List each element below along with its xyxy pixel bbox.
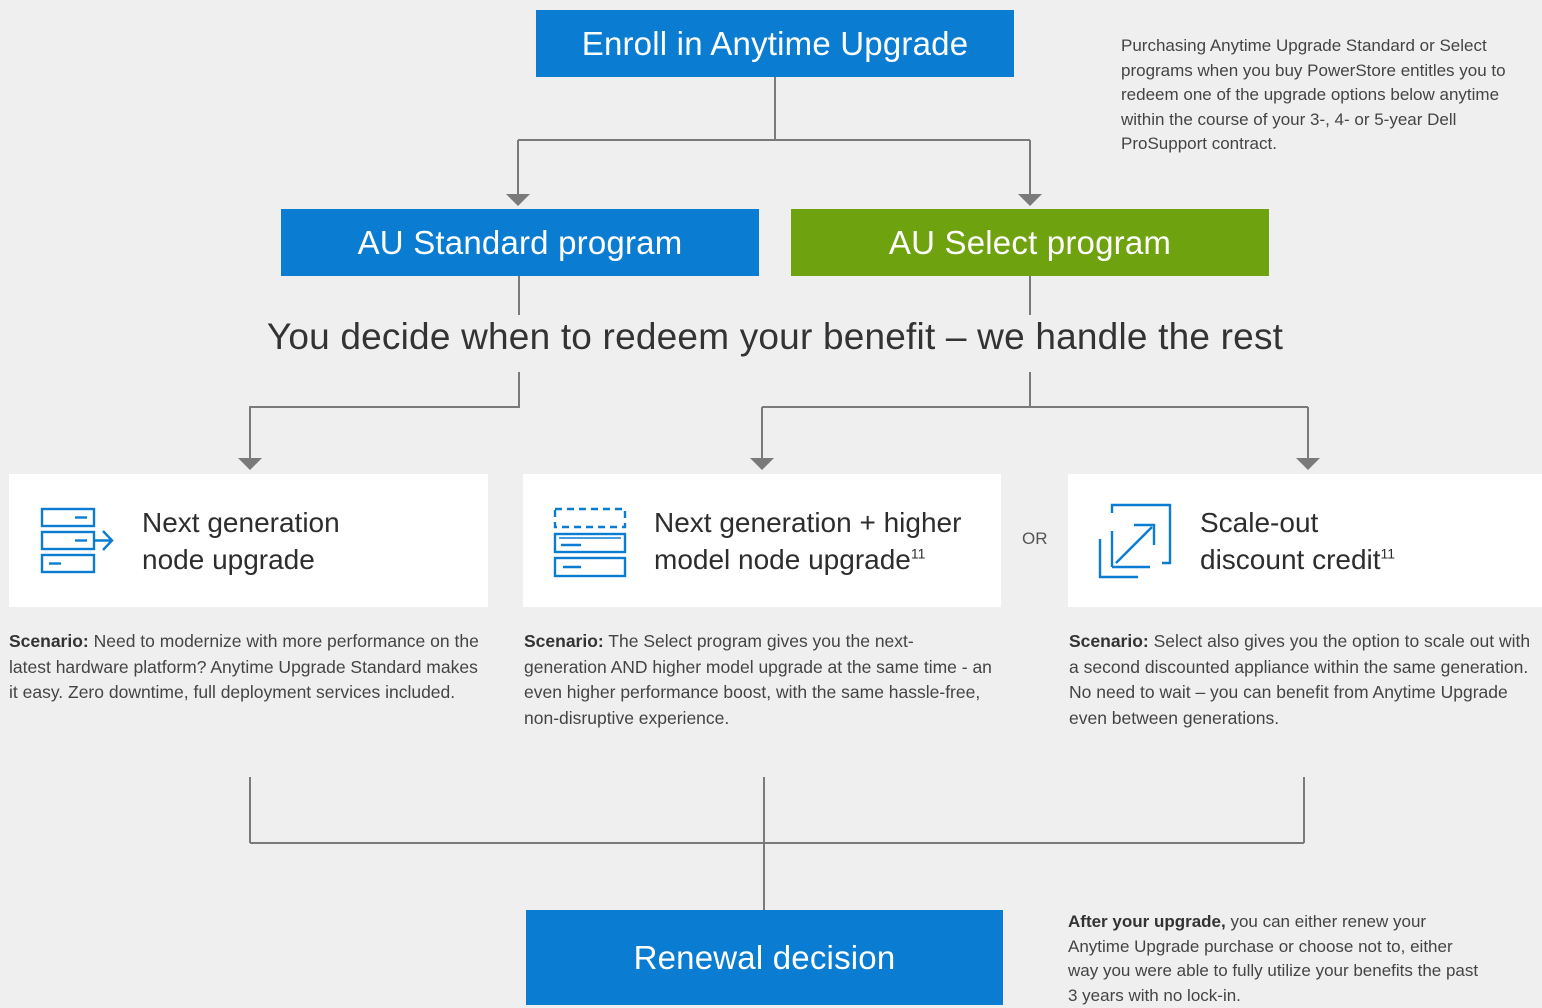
option-title-line2: discount credit: [1200, 543, 1381, 575]
option-title-line2: model node upgrade: [654, 543, 911, 575]
renewal-note: After your upgrade, you can either renew…: [1068, 910, 1483, 1008]
option-title-scale-out: Scale-out discount credit11: [1200, 504, 1395, 578]
arrowhead-option-1: [238, 458, 262, 470]
standard-program-label: AU Standard program: [357, 223, 683, 261]
option-card-next-gen: Next generation node upgrade: [9, 474, 488, 607]
option-card-scale-out: Scale-out discount credit11: [1068, 474, 1542, 607]
footnote-marker: 11: [1380, 545, 1396, 562]
scenario-label: Scenario:: [1069, 631, 1149, 651]
intro-note: Purchasing Anytime Upgrade Standard or S…: [1121, 36, 1506, 153]
or-label: OR: [1022, 529, 1048, 548]
option-title-next-gen: Next generation node upgrade: [142, 504, 340, 578]
server-arrow-icon: [40, 507, 114, 573]
scenario-label: Scenario:: [524, 631, 604, 651]
renewal-note-bold: After your upgrade,: [1068, 912, 1226, 931]
footnote-marker: 11: [910, 545, 926, 562]
option-title-line1: Next generation: [142, 506, 340, 538]
headline: You decide when to redeem your benefit –…: [266, 316, 1284, 357]
renewal-box: Renewal decision: [526, 910, 1003, 1005]
scenario-text: Need to modernize with more performance …: [9, 631, 479, 702]
scenario-next-gen-higher-model: Scenario: The Select program gives you t…: [524, 629, 994, 731]
select-program-box: AU Select program: [791, 209, 1269, 276]
standard-program-box: AU Standard program: [281, 209, 759, 276]
scenario-label: Scenario:: [9, 631, 89, 651]
scenario-text: Select also gives you the option to scal…: [1069, 631, 1531, 728]
connector-standard-options: [249, 372, 520, 460]
arrowhead-option-3: [1296, 458, 1320, 470]
option-title-next-gen-higher-model: Next generation + higher model node upgr…: [654, 504, 961, 578]
option-card-next-gen-higher-model: Next generation + higher model node upgr…: [523, 474, 1001, 607]
option-title-line1: Scale-out: [1200, 506, 1319, 538]
scenario-scale-out: Scenario: Select also gives you the opti…: [1069, 629, 1539, 731]
renewal-label: Renewal decision: [633, 938, 896, 976]
renewal-note-text: you can either renew your Anytime Upgrad…: [1068, 912, 1479, 1005]
option-title-line2: node upgrade: [142, 543, 315, 575]
select-program-label: AU Select program: [888, 223, 1172, 261]
scenario-next-gen: Scenario: Need to modernize with more pe…: [9, 629, 489, 706]
option-title-line1: Next generation + higher: [654, 506, 962, 538]
expand-arrow-icon: [1098, 503, 1172, 578]
arrowhead-standard: [506, 194, 530, 206]
arrowhead-option-2: [750, 458, 774, 470]
scenario-text: The Select program gives you the next-ge…: [524, 631, 992, 728]
enroll-label: Enroll in Anytime Upgrade: [581, 24, 969, 62]
arrowhead-select: [1018, 194, 1042, 206]
server-stack-dashed-icon: [553, 507, 627, 577]
enroll-box: Enroll in Anytime Upgrade: [536, 10, 1014, 77]
